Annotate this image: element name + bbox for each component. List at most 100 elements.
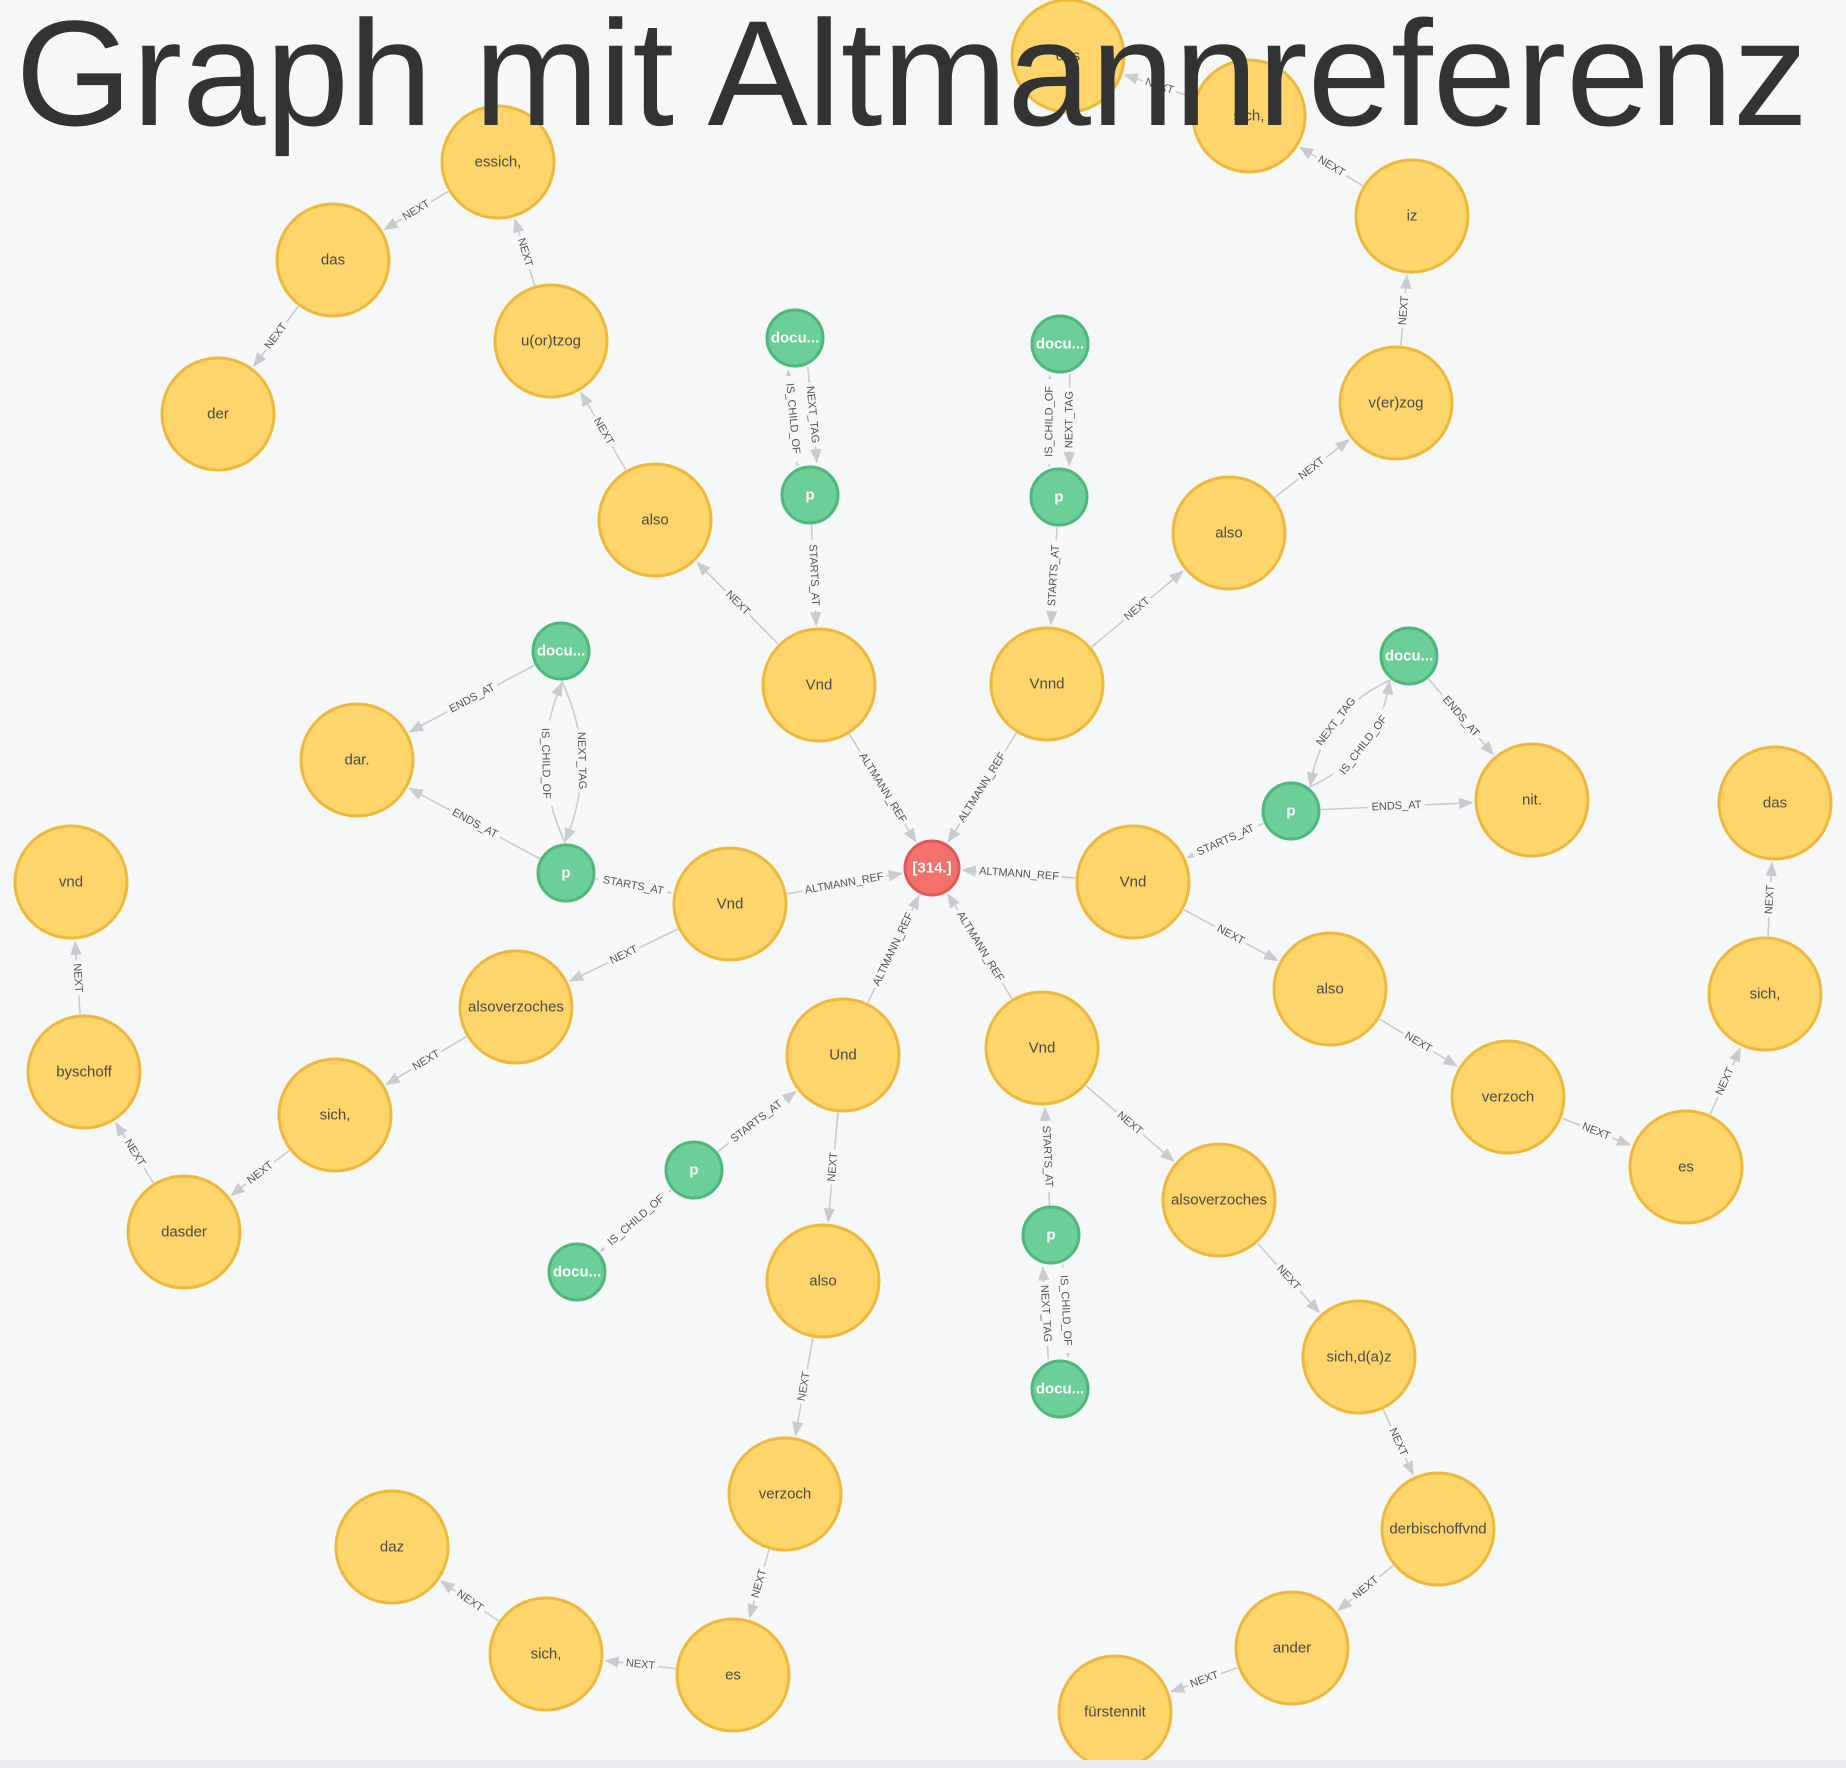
edge-starts-at-p_c-vnd_l[interactable]: STARTS_AT — [595, 872, 673, 900]
graph-node-tag-p[interactable]: p — [780, 465, 840, 525]
edge-is-child-of-p_a-doc_a[interactable]: IS_CHILD_OF — [781, 369, 804, 467]
graph-node-tag-p[interactable]: p — [1021, 1205, 1081, 1265]
graph-node-word-dasder[interactable]: dasder — [126, 1174, 242, 1290]
graph-node-word-also[interactable]: also — [597, 462, 713, 578]
edge-altmann-ref-vnd_r-ref[interactable]: ALTMANN_REF — [961, 864, 1076, 885]
edge-next-also_c-verzoch_r[interactable]: NEXT — [1379, 1018, 1458, 1067]
edge-ends-at-doc_d-nit[interactable]: ENDS_AT — [1427, 678, 1494, 756]
graph-node-tag-docu[interactable]: docu... — [1030, 1359, 1090, 1419]
graph-node-word-sich[interactable]: sich, — [277, 1057, 393, 1173]
edge-next-derbischoff-ander[interactable]: NEXT — [1337, 1565, 1394, 1611]
edge-next-vnd_lr-alsoverz_b[interactable]: NEXT — [1085, 1085, 1175, 1162]
graph-node-word-und[interactable]: Und — [785, 997, 901, 1113]
edge-next-alsoverz_b-sichdaz[interactable]: NEXT — [1257, 1242, 1321, 1314]
edge-next-tag-doc_a-p_a[interactable]: NEXT_TAG — [802, 366, 823, 464]
edge-next-sichdaz-derbischoff[interactable]: NEXT — [1382, 1409, 1414, 1476]
edge-next-tag-doc_b-p_b[interactable]: NEXT_TAG — [1062, 374, 1077, 467]
graph-node-word-u-or-tzog[interactable]: u(or)tzog — [493, 283, 609, 399]
edge-next-vnd_l-alsoverz_l[interactable]: NEXT — [568, 928, 679, 982]
edge-is-child-of-p_f-doc_f[interactable]: IS_CHILD_OF — [1055, 1264, 1075, 1358]
graph-node-tag-docu[interactable]: docu... — [765, 308, 825, 368]
edge-next-verzoch_b-es_b[interactable]: NEXT — [747, 1549, 771, 1619]
graph-node-word-also[interactable]: also — [1272, 931, 1388, 1047]
graph-node-word-derbischoffvnd[interactable]: derbischoffvnd — [1380, 1471, 1496, 1587]
graph-node-tag-p[interactable]: p — [1261, 781, 1321, 841]
edge-next-sich_r-das_r[interactable]: NEXT — [1762, 861, 1778, 937]
edge-is-child-of-p_c-doc_c[interactable]: IS_CHILD_OF — [537, 681, 567, 844]
graph-node-word-vnd[interactable]: Vnd — [984, 990, 1100, 1106]
edge-next-sich_b-daz[interactable]: NEXT — [440, 1580, 499, 1622]
graph-node-reference-314[interactable]: [314.] — [903, 839, 961, 897]
graph-node-word-v-er-zog[interactable]: v(er)zog — [1338, 345, 1454, 461]
edge-next-ander-fuerstennit[interactable]: NEXT — [1170, 1666, 1238, 1693]
edge-is-child-of-p_e-doc_e[interactable]: IS_CHILD_OF — [599, 1187, 673, 1254]
edge-starts-at-p_b-vnnd[interactable]: STARTS_AT — [1044, 526, 1064, 626]
edge-starts-at-p_f-vnd_lr[interactable]: STARTS_AT — [1038, 1106, 1056, 1206]
graph-node-word-verzoch[interactable]: verzoch — [1450, 1039, 1566, 1155]
edge-next-vnd_ul-also_a[interactable]: NEXT — [696, 561, 779, 645]
graph-node-word-sich[interactable]: sich, — [1191, 58, 1307, 174]
graph-node-word-sich[interactable]: sich, — [1707, 936, 1823, 1052]
edge-altmann-ref-vnd_ul-ref[interactable]: ALTMANN_REF — [848, 733, 917, 843]
edge-next-sich_top-das_top[interactable]: NEXT — [1123, 73, 1195, 99]
edge-ends-at-p_d-nit[interactable]: ENDS_AT — [1320, 797, 1474, 815]
graph-node-tag-p[interactable]: p — [536, 843, 596, 903]
graph-node-word-f-rstennit[interactable]: fürstennit — [1057, 1654, 1173, 1768]
graph-node-word-daz[interactable]: daz — [334, 1489, 450, 1605]
edge-starts-at-p_e-und[interactable]: STARTS_AT — [717, 1090, 797, 1153]
edge-next-tag-doc_c-p_c[interactable]: NEXT_TAG — [560, 680, 590, 843]
graph-node-tag-docu[interactable]: docu... — [1030, 314, 1090, 374]
graph-node-word-iz[interactable]: iz — [1354, 158, 1470, 274]
edge-altmann-ref-vnnd-ref[interactable]: ALTMANN_REF — [947, 732, 1017, 843]
graph-node-word-das[interactable]: das — [1010, 0, 1126, 114]
graph-node-word-essich[interactable]: essich, — [440, 104, 556, 220]
graph-node-word-nit[interactable]: nit. — [1474, 742, 1590, 858]
graph-node-word-verzoch[interactable]: verzoch — [727, 1436, 843, 1552]
graph-node-word-vnd[interactable]: vnd — [13, 824, 129, 940]
graph-node-tag-docu[interactable]: docu... — [547, 1242, 607, 1302]
graph-node-word-also[interactable]: also — [1171, 475, 1287, 591]
graph-node-word-vnd[interactable]: Vnd — [672, 846, 788, 962]
edge-next-vnnd-also_b[interactable]: NEXT — [1091, 570, 1184, 648]
graph-node-word-vnd[interactable]: Vnd — [761, 627, 877, 743]
edge-next-dasder-byschoff[interactable]: NEXT — [115, 1121, 154, 1184]
edge-altmann-ref-vnd_lr-ref[interactable]: ALTMANN_REF — [947, 893, 1013, 999]
edge-next-also_d-verzoch_b[interactable]: NEXT — [792, 1337, 815, 1437]
graph-node-word-alsoverzoches[interactable]: alsoverzoches — [1161, 1142, 1277, 1258]
edge-ends-at-doc_c-dar[interactable]: ENDS_AT — [408, 664, 535, 733]
edge-next-es_b-sich_b[interactable]: NEXT — [604, 1655, 676, 1674]
graph-node-word-byschoff[interactable]: byschoff — [26, 1014, 142, 1130]
edge-next-alsoverz_l-sich_l[interactable]: NEXT — [385, 1036, 467, 1085]
edge-next-sich_l-dasder[interactable]: NEXT — [230, 1149, 290, 1197]
edge-next-vnd_r-also_c[interactable]: NEXT — [1183, 908, 1279, 962]
edge-ends-at-p_c-dar[interactable]: ENDS_AT — [408, 787, 540, 860]
edge-is-child-of-p_b-doc_b[interactable]: IS_CHILD_OF — [1042, 374, 1057, 467]
graph-node-word-also[interactable]: also — [765, 1223, 881, 1339]
edge-next-es_r-sich_r[interactable]: NEXT — [1709, 1047, 1741, 1115]
graph-node-word-der[interactable]: der — [160, 356, 276, 472]
edge-next-also_b-verzog[interactable]: NEXT — [1274, 438, 1350, 499]
graph-node-tag-p[interactable]: p — [664, 1140, 724, 1200]
edge-starts-at-p_d-vnd_r[interactable]: STARTS_AT — [1186, 819, 1264, 862]
graph-node-word-vnd[interactable]: Vnd — [1075, 824, 1191, 940]
graph-node-word-alsoverzoches[interactable]: alsoverzoches — [458, 949, 574, 1065]
graph-node-word-vnnd[interactable]: Vnnd — [989, 626, 1105, 742]
graph-node-word-sich[interactable]: sich, — [488, 1596, 604, 1712]
graph-node-word-es[interactable]: es — [675, 1617, 791, 1733]
graph-node-word-das[interactable]: das — [275, 202, 391, 318]
edge-altmann-ref-und-ref[interactable]: ALTMANN_REF — [867, 894, 920, 1003]
graph-node-tag-p[interactable]: p — [1029, 467, 1089, 527]
graph-node-word-ander[interactable]: ander — [1234, 1590, 1350, 1706]
edge-next-verzoch_r-es_r[interactable]: NEXT — [1561, 1117, 1632, 1146]
edge-next-essich-das_a[interactable]: NEXT — [383, 190, 449, 231]
edge-next-und-also_d[interactable]: NEXT — [823, 1112, 842, 1223]
edge-next-iz-sich_top[interactable]: NEXT — [1298, 146, 1363, 187]
edge-altmann-ref-vnd_l-ref[interactable]: ALTMANN_REF — [786, 869, 903, 898]
graph-node-tag-docu[interactable]: docu... — [1379, 626, 1439, 686]
edge-next-byschoff-vnd_far[interactable]: NEXT — [69, 940, 86, 1015]
graph-node-word-dar[interactable]: dar. — [299, 702, 415, 818]
graph-node-word-es[interactable]: es — [1628, 1109, 1744, 1225]
graph-node-word-das[interactable]: das — [1717, 745, 1833, 861]
edge-next-also_a-uortzog[interactable]: NEXT — [580, 391, 627, 471]
